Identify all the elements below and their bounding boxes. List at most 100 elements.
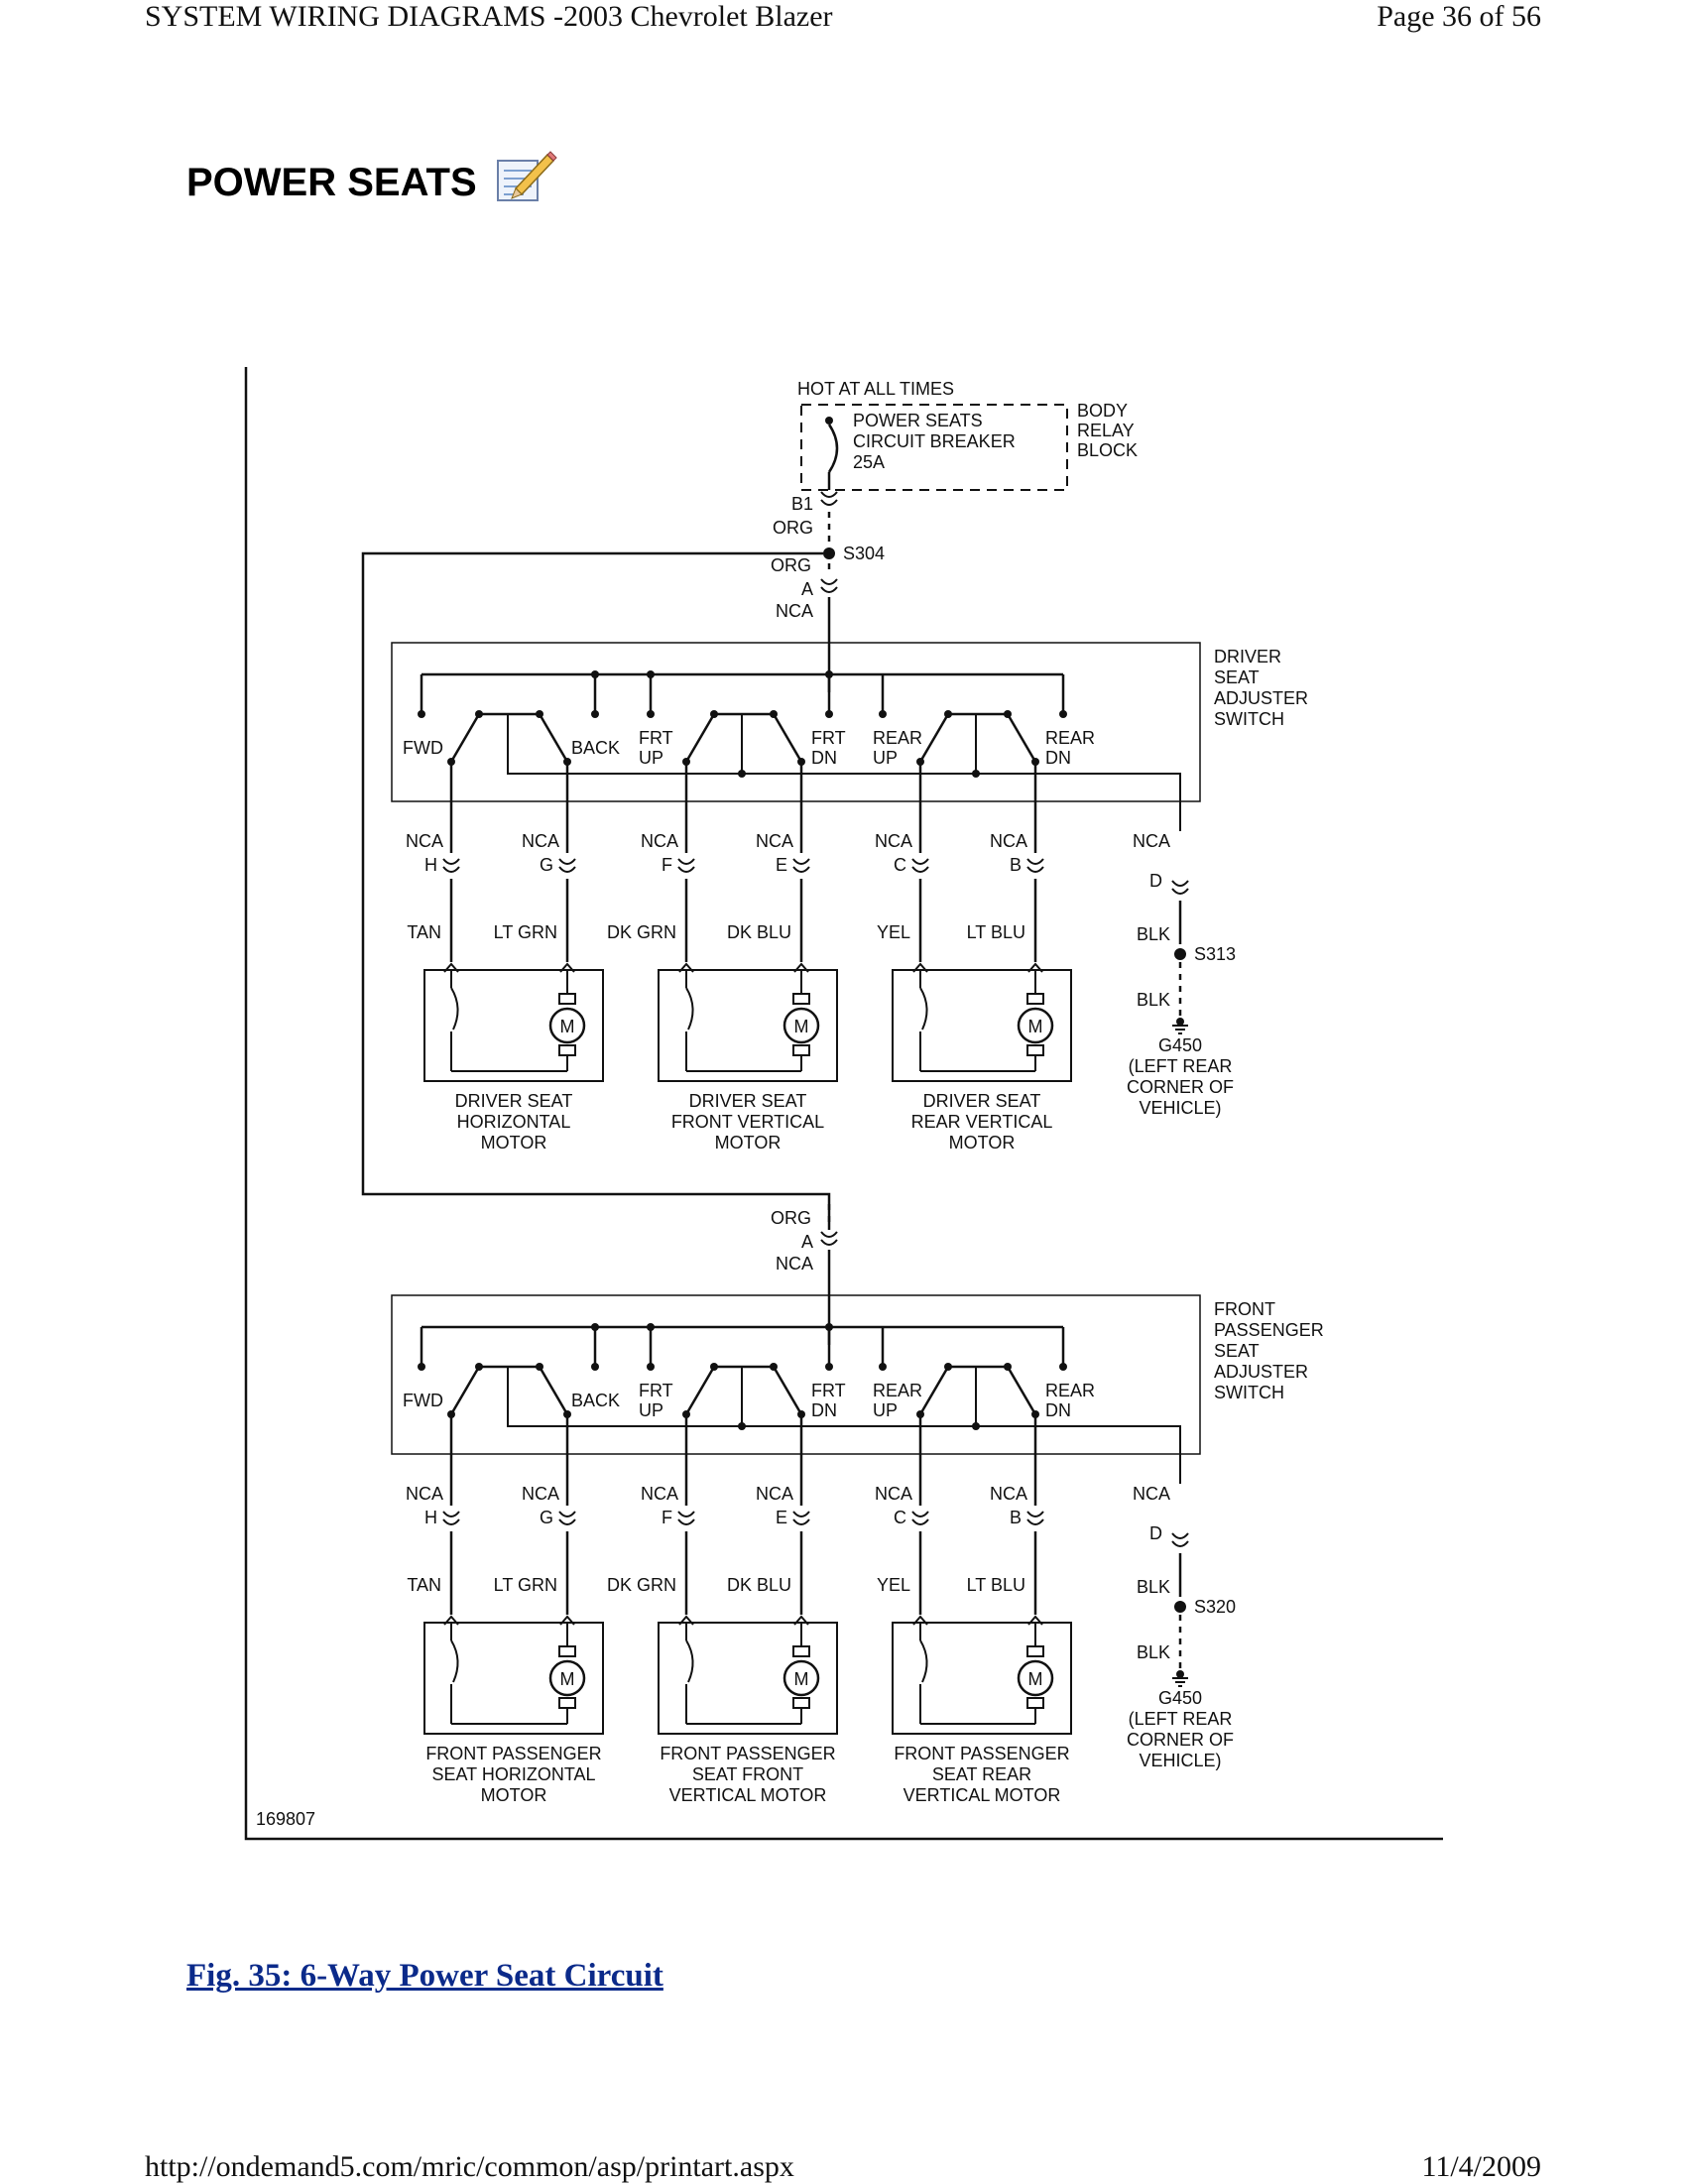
motor-symbol (548, 1659, 586, 1697)
motor-m-glyph: M (794, 1017, 809, 1036)
motor-brush (558, 1044, 576, 1056)
output-connector (442, 866, 460, 873)
return-junction (972, 1422, 980, 1430)
bus-contact (591, 1363, 599, 1371)
ground-location-label: (LEFT REAR (1129, 1056, 1233, 1076)
switch-blade (1006, 1366, 1037, 1415)
bus-junction (825, 670, 833, 678)
motor-brush (1026, 993, 1044, 1005)
figure-number: 169807 (256, 1809, 315, 1829)
ground-splice-label: S320 (1194, 1597, 1236, 1617)
wire-color-label: LT GRN (494, 922, 557, 942)
body-relay-block-label: BODY (1077, 401, 1128, 421)
output-connector (911, 858, 929, 865)
motor-name-label: HORIZONTAL (457, 1112, 571, 1132)
switch-label-frt-dn: DN (811, 1400, 837, 1420)
connector-nca-label: NCA (522, 1484, 559, 1504)
wire-color-label: DK GRN (607, 922, 676, 942)
motor-brush (1026, 1697, 1044, 1709)
body-relay-block-label: RELAY (1077, 421, 1135, 440)
connector-pin-label: G (540, 855, 553, 875)
output-connector (792, 866, 810, 873)
switch-label-rear-up: REAR (873, 1381, 922, 1400)
wire-color-label: LT GRN (494, 1575, 557, 1595)
ground-wire-label: BLK (1137, 924, 1170, 944)
connector-pin-label: B (1010, 1508, 1022, 1527)
circuit-breaker-label: POWER SEATS (853, 411, 983, 430)
bus-junction (825, 1323, 833, 1331)
breaker-contact (825, 417, 833, 425)
ground-location-label: VEHICLE) (1139, 1098, 1221, 1118)
connector-pin-label: F (662, 855, 672, 875)
feed-pin-label: A (801, 579, 813, 599)
notepad-pencil-icon[interactable] (494, 149, 557, 204)
output-connector (442, 1518, 460, 1525)
switch-label-rear-up: UP (873, 748, 898, 768)
wire-color-label: TAN (407, 922, 441, 942)
motor-name-label: DRIVER SEAT (923, 1091, 1041, 1111)
motor-box (658, 1622, 838, 1735)
ground-wire-label: BLK (1137, 1577, 1170, 1597)
bus-contact (647, 1363, 655, 1371)
ground-location-label: G450 (1158, 1688, 1202, 1708)
ground-connector (1171, 880, 1189, 887)
feed-nca-label: NCA (776, 601, 813, 621)
figure-caption-link[interactable]: Fig. 35: 6-Way Power Seat Circuit (186, 1958, 663, 1994)
output-connector (911, 1511, 929, 1517)
output-connector (558, 1518, 576, 1525)
switch-name-label: FRONT (1214, 1299, 1275, 1319)
switch-label-rear-up: REAR (873, 728, 922, 748)
connector-pin-label: G (540, 1508, 553, 1527)
motor-box (892, 969, 1072, 1082)
bus-contact (825, 710, 833, 718)
output-connector (1026, 858, 1044, 865)
connector-pin-label: E (776, 1508, 787, 1527)
bus-contact (418, 1363, 425, 1371)
wire-color-label: DK GRN (607, 1575, 676, 1595)
connector-pin-label: B (1010, 855, 1022, 875)
connector-pin-label: E (776, 855, 787, 875)
switch-label-frt-up: UP (639, 748, 663, 768)
switch-blade (772, 1366, 803, 1415)
wire-color-label: TAN (407, 1575, 441, 1595)
feed-wire-label: ORG (771, 555, 811, 575)
body-relay-block-box (800, 404, 1068, 491)
switch-name-label: SWITCH (1214, 1383, 1284, 1402)
motor-m-glyph: M (560, 1669, 575, 1689)
header-page-number: Page 36 of 56 (1377, 0, 1541, 33)
ground-connector (1171, 888, 1189, 895)
motor-brush (558, 993, 576, 1005)
motor-brush (1026, 1044, 1044, 1056)
switch-label-rear-dn: REAR (1045, 1381, 1095, 1400)
bus-contact (879, 710, 887, 718)
switch-blade (684, 713, 716, 763)
bus-contact (879, 1363, 887, 1371)
footer-date: 11/4/2009 (1421, 2150, 1541, 2183)
hot-at-all-times-label: HOT AT ALL TIMES (797, 379, 954, 399)
switch-label-frt-up: FRT (639, 1381, 673, 1400)
motor-limit-switch (919, 1639, 928, 1683)
switch-label-back: BACK (571, 1391, 620, 1410)
connector-nca-label: NCA (641, 1484, 678, 1504)
ground-point (1176, 1670, 1184, 1678)
wire-color-label: LT BLU (967, 922, 1025, 942)
connector-nca-label: NCA (875, 1484, 912, 1504)
ground-location-label: CORNER OF (1127, 1077, 1234, 1097)
feed-pin-label: A (801, 1232, 813, 1252)
wire-color-label: YEL (877, 1575, 910, 1595)
switch-blade (918, 1366, 950, 1415)
output-connector (677, 866, 695, 873)
bus-contact (1059, 1363, 1067, 1371)
motor-name-label: DRIVER SEAT (455, 1091, 573, 1111)
ground-location-label: CORNER OF (1127, 1730, 1234, 1750)
switch-name-label: SWITCH (1214, 709, 1284, 729)
switch-blade (772, 713, 803, 763)
motor-brush (558, 1697, 576, 1709)
ground-nca-label: NCA (1133, 1484, 1170, 1504)
switch-label-rear-up: UP (873, 1400, 898, 1420)
feed-connector (820, 578, 838, 585)
motor-m-glyph: M (1028, 1017, 1043, 1036)
output-connector (911, 866, 929, 873)
motor-brush (558, 1645, 576, 1657)
